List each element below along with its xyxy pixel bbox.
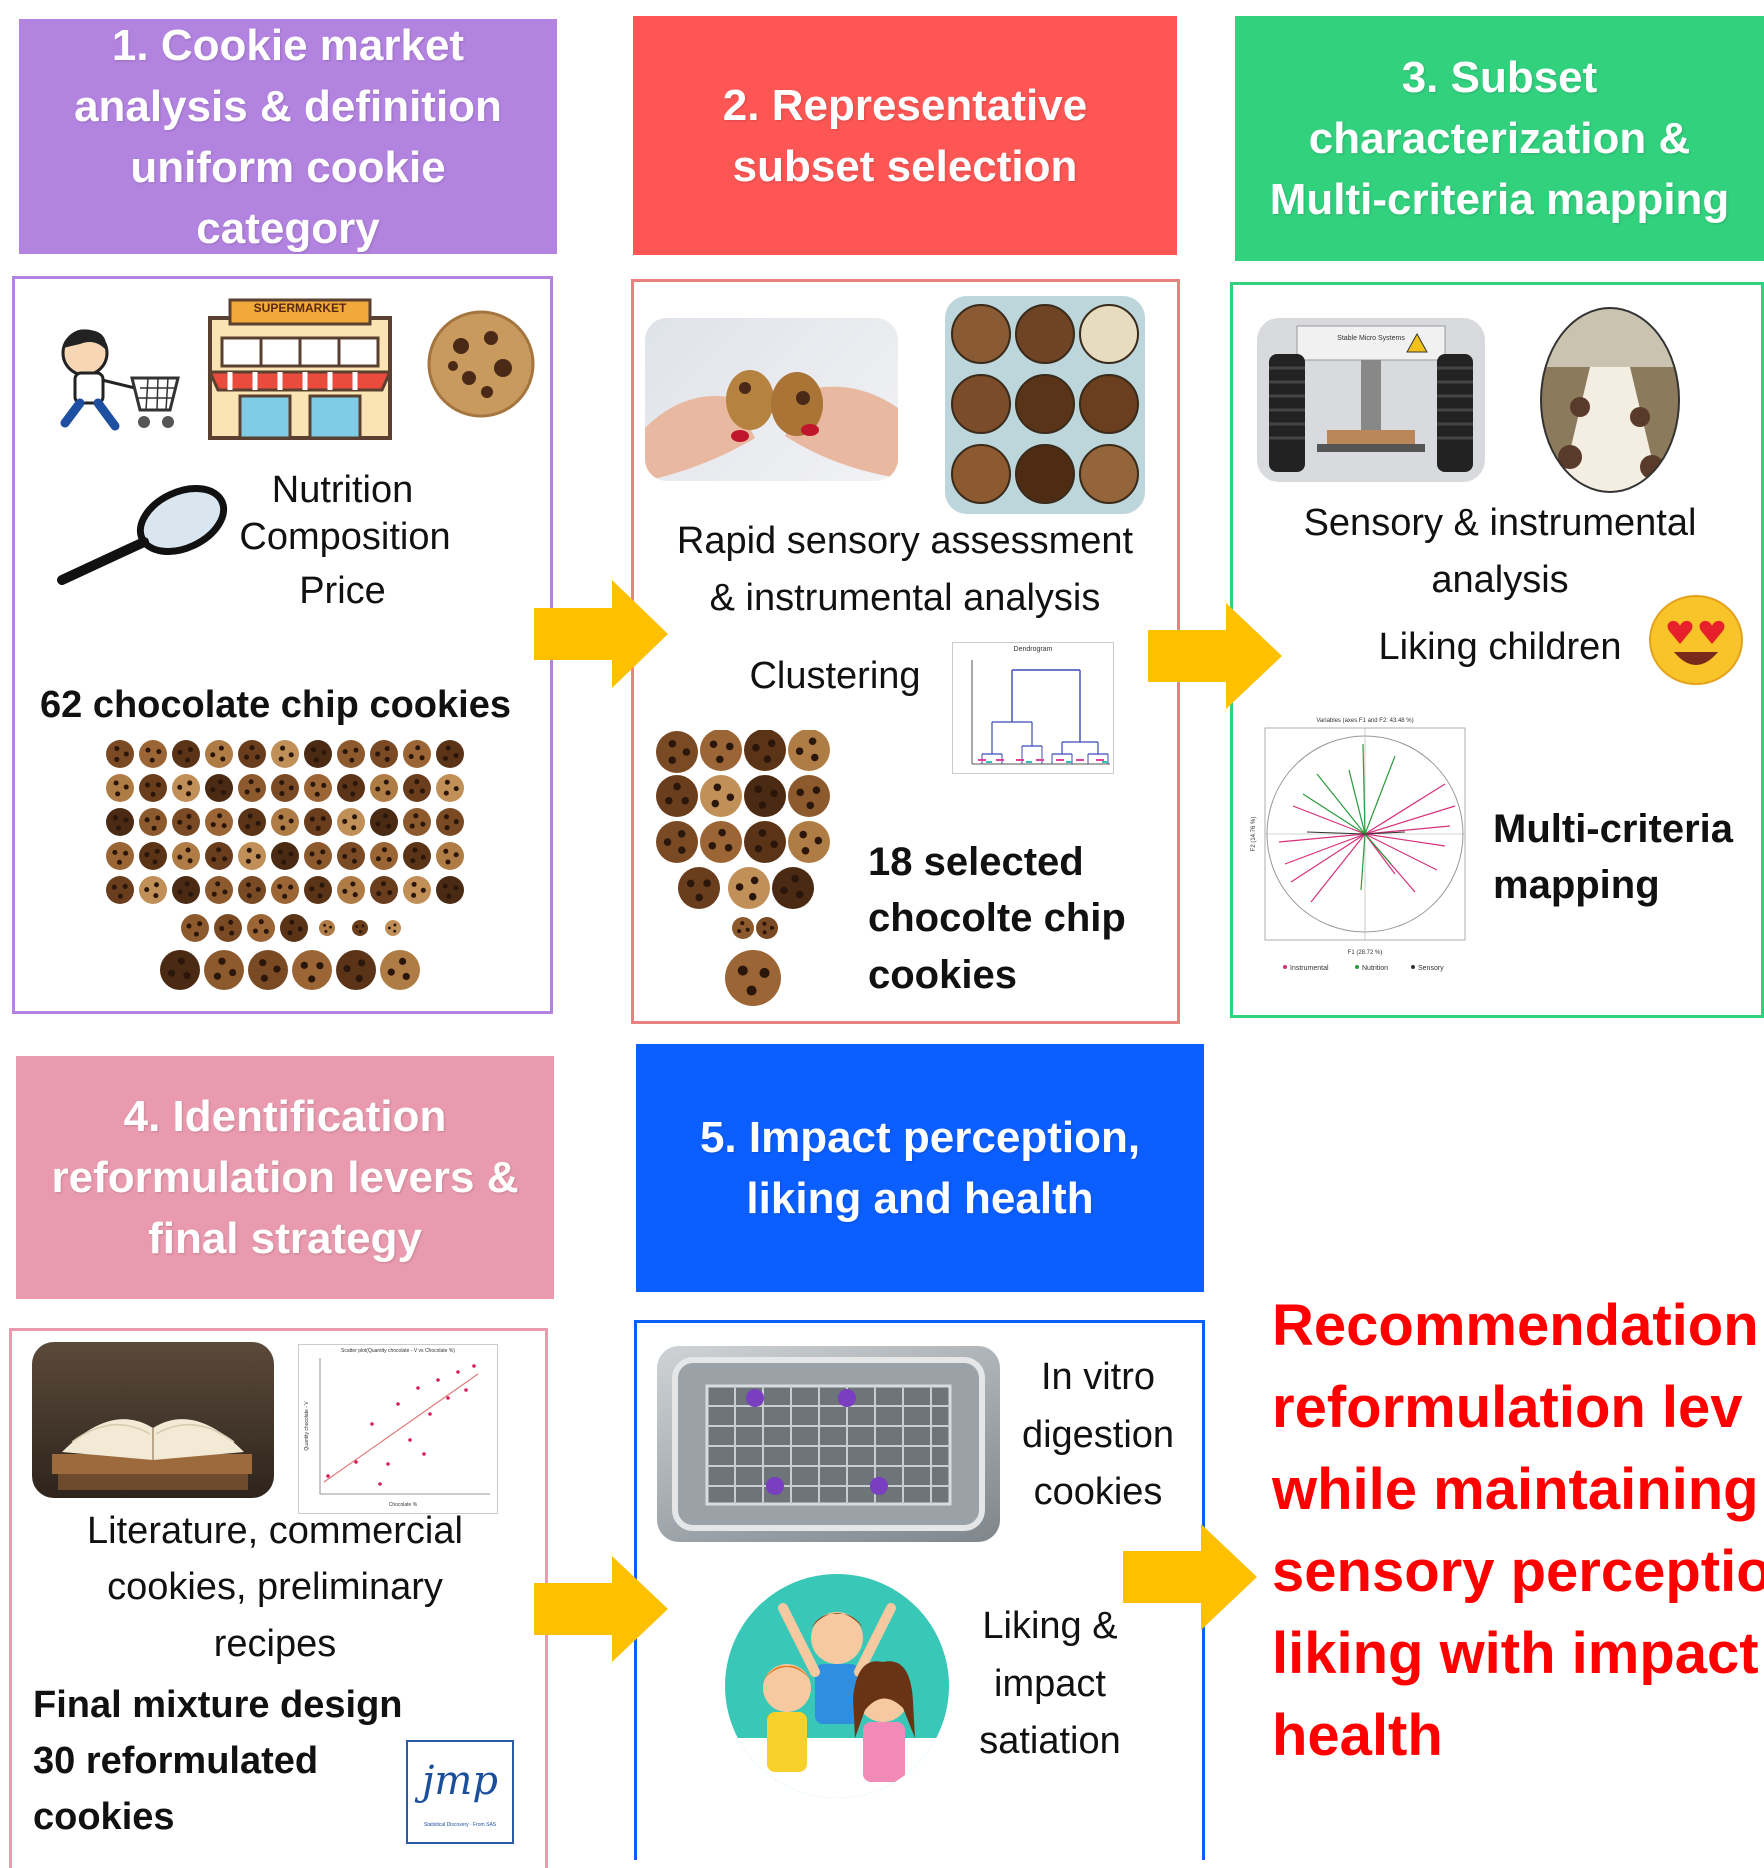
hands-breaking-cookie-photo	[645, 318, 898, 481]
step4-title: 4. Identification reformulation levers &…	[51, 1092, 519, 1263]
pca-title: Variables (axes F1 and F2: 43.48 %)	[1316, 718, 1413, 724]
pca-biplot-image: Variables (axes F1 and F2: 43.48 %) F1 (…	[1251, 718, 1466, 972]
step1-header: 1. Cookie market analysis & definition u…	[19, 19, 557, 254]
design-line-3: cookies	[33, 1796, 175, 1838]
arrow-step1-to-step2	[534, 580, 668, 688]
recommendation-line-6: health	[1272, 1703, 1443, 1768]
clustering-label: Clustering	[749, 655, 921, 697]
recommendation-line-1: Recommendation	[1272, 1293, 1759, 1358]
pca-ylabel: F2 (14.76 %)	[1251, 817, 1257, 852]
heart-eyes-emoji-icon	[1649, 595, 1743, 685]
ground-cookie-samples-photo	[945, 296, 1145, 514]
pca-legend-instrumental: Instrumental	[1290, 965, 1329, 972]
dendrogram-title: Dendrogram	[1014, 646, 1053, 653]
pca-xlabel: F1 (28.72 %)	[1348, 950, 1383, 956]
pca-legend-sensory: Sensory	[1418, 965, 1444, 972]
selected-line-3: cookies	[868, 953, 1017, 997]
sources-line-2: cookies, preliminary	[107, 1566, 443, 1608]
dendrogram-image: Dendrogram	[952, 642, 1114, 774]
scatter-plot-image: Scatter plot(Quantity chocolate - V vs C…	[298, 1344, 498, 1514]
scatter-title: Scatter plot(Quantity chocolate - V vs C…	[341, 1348, 455, 1354]
arrow-step2-to-step3	[1148, 603, 1282, 709]
cookie-icon	[427, 310, 535, 418]
recommendation-line-3: while maintaining	[1272, 1457, 1759, 1522]
mapping-line-2: mapping	[1493, 863, 1660, 907]
recommendation-line-2: reformulation lev	[1272, 1375, 1743, 1440]
step3-title: 3. Subset characterization & Multi-crite…	[1269, 53, 1730, 224]
selected-line-1: 18 selected	[868, 840, 1084, 884]
cookie-count-label: 62 chocolate chip cookies	[40, 684, 511, 726]
tasting-room-photo	[1540, 307, 1680, 493]
step2-header: 2. Representative subset selection	[633, 16, 1177, 255]
analysis-line-2: analysis	[1431, 559, 1569, 601]
magnifier-icon	[57, 485, 228, 585]
child-shopping-cart-icon	[60, 329, 180, 431]
texture-analyzer-photo: Stable Micro Systems	[1257, 318, 1485, 482]
instrument-label: Stable Micro Systems	[1337, 335, 1405, 342]
composition-label: Composition	[239, 516, 451, 558]
supermarket-sign: SUPERMARKET	[253, 301, 347, 315]
jmp-logo-text: jmp	[422, 1758, 498, 1804]
digestion-line-2: digestion	[1021, 1414, 1175, 1456]
step2-title: 2. Representative subset selection	[722, 80, 1088, 191]
step1-title: 1. Cookie market analysis & definition u…	[74, 20, 502, 253]
arrow-step4-to-step5	[534, 1556, 668, 1662]
arrow-step5-to-recommendation	[1123, 1524, 1257, 1630]
supermarket-icon	[207, 298, 393, 440]
digestion-line-3: cookies	[1033, 1471, 1163, 1513]
mapping-line-1: Multi-criteria	[1493, 807, 1734, 851]
nutrition-label: Nutrition	[271, 469, 414, 511]
pca-legend-nutrition: Nutrition	[1362, 965, 1388, 972]
recommendation-line-5: liking with impact	[1272, 1621, 1759, 1686]
price-label: Price	[299, 570, 386, 612]
assessment-line-2: & instrumental analysis	[709, 577, 1101, 619]
books-photo	[32, 1342, 274, 1498]
step3-header: 3. Subset characterization & Multi-crite…	[1235, 16, 1764, 261]
digestion-bath-photo	[657, 1346, 1000, 1542]
selected-line-2: chocolte chip	[868, 896, 1126, 940]
design-line-1: Final mixture design	[33, 1684, 403, 1726]
analysis-line-1: Sensory & instrumental	[1303, 502, 1697, 544]
selected-cookies-image	[656, 730, 830, 1006]
recommendation-line-4: sensory perceptio	[1272, 1539, 1764, 1604]
step5-header: 5. Impact perception, liking and health	[636, 1044, 1204, 1292]
sources-line-1: Literature, commercial	[87, 1510, 463, 1552]
cookie-collection-image	[106, 740, 464, 990]
liking-line-3: satiation	[979, 1720, 1121, 1762]
liking-line-1: Liking &	[982, 1605, 1118, 1647]
sources-line-3: recipes	[213, 1623, 337, 1665]
step4-header: 4. Identification reformulation levers &…	[16, 1056, 554, 1299]
step5-title: 5. Impact perception, liking and health	[699, 1113, 1141, 1223]
jmp-logo-subtext: Statistical Discovery · From SAS	[423, 1822, 497, 1828]
design-line-2: 30 reformulated	[33, 1740, 319, 1782]
scatter-xlabel: Chocolate %	[389, 1502, 418, 1508]
assessment-line-1: Rapid sensory assessment	[676, 520, 1134, 562]
liking-children-label: Liking children	[1378, 626, 1622, 668]
recommendation-block: Recommendation reformulation lev while m…	[1272, 1285, 1764, 1785]
digestion-line-1: In vitro	[1040, 1356, 1156, 1398]
happy-children-image	[725, 1574, 949, 1798]
jmp-logo: jmp Statistical Discovery · From SAS	[406, 1740, 514, 1844]
scatter-ylabel: Quantity chocolate - V	[304, 1401, 310, 1451]
liking-line-2: impact	[994, 1663, 1106, 1705]
